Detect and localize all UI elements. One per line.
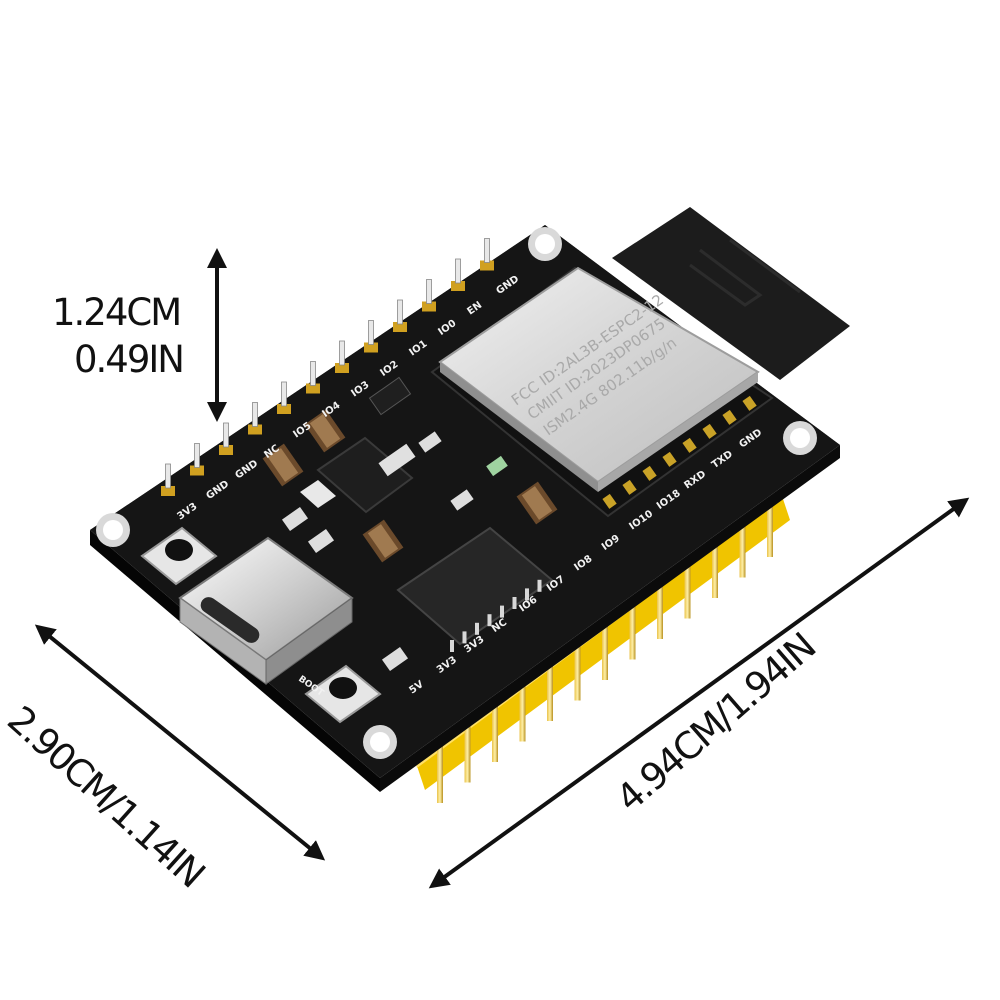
header-pin — [437, 745, 443, 803]
header-pin — [657, 581, 663, 639]
top-pin — [161, 463, 175, 496]
top-pin — [393, 299, 407, 332]
top-pin — [190, 443, 204, 476]
module-pads — [602, 395, 757, 509]
header-pin — [602, 622, 608, 680]
chip-leg — [500, 605, 504, 618]
module-pad — [662, 451, 677, 467]
smd-components — [262, 376, 558, 672]
module-pad — [682, 437, 697, 453]
module-pad — [642, 465, 657, 481]
usb-bridge-chip — [396, 526, 554, 646]
header-pin — [464, 724, 471, 783]
chip-leg — [450, 640, 454, 652]
top-pin — [335, 340, 349, 373]
chip-leg — [537, 579, 542, 592]
header-pin — [712, 540, 718, 598]
top-pin — [480, 238, 494, 271]
top-pin — [422, 279, 436, 312]
height-in-label: 0.49IN — [74, 338, 185, 381]
top-pin-row — [161, 238, 494, 496]
mounting-holes — [96, 227, 817, 759]
chip-leg — [475, 622, 479, 635]
chip-leg — [512, 597, 517, 609]
boot-button[interactable] — [304, 664, 382, 724]
top-pin — [451, 258, 465, 291]
header-pin — [629, 601, 636, 660]
module-pad — [722, 409, 737, 425]
header-pin — [547, 663, 553, 721]
header-pin — [492, 704, 498, 762]
top-pin — [277, 381, 291, 414]
length-arrow — [428, 497, 970, 889]
module-pad — [602, 493, 617, 509]
module-pad — [742, 395, 757, 411]
chip-leg — [525, 588, 529, 601]
top-pin — [219, 422, 233, 455]
header-pins — [437, 499, 773, 803]
height-cm-label: 1.24CM — [52, 291, 182, 334]
header-pin — [739, 519, 746, 578]
voltage-regulator — [316, 436, 414, 514]
width-arrow — [34, 624, 326, 861]
chip-legs — [450, 579, 542, 652]
header-pin — [767, 499, 773, 557]
usb-c-connector[interactable] — [178, 536, 354, 685]
reset-button[interactable] — [140, 526, 218, 586]
top-pin — [306, 361, 320, 394]
header-pin — [519, 683, 526, 742]
header-pin — [574, 642, 581, 701]
header-pin — [684, 560, 691, 619]
top-pin — [364, 320, 378, 353]
chip-leg — [462, 631, 467, 644]
module-pad — [622, 479, 637, 495]
top-pin — [248, 402, 262, 435]
module-pad — [702, 423, 717, 439]
chip-leg — [487, 614, 492, 627]
